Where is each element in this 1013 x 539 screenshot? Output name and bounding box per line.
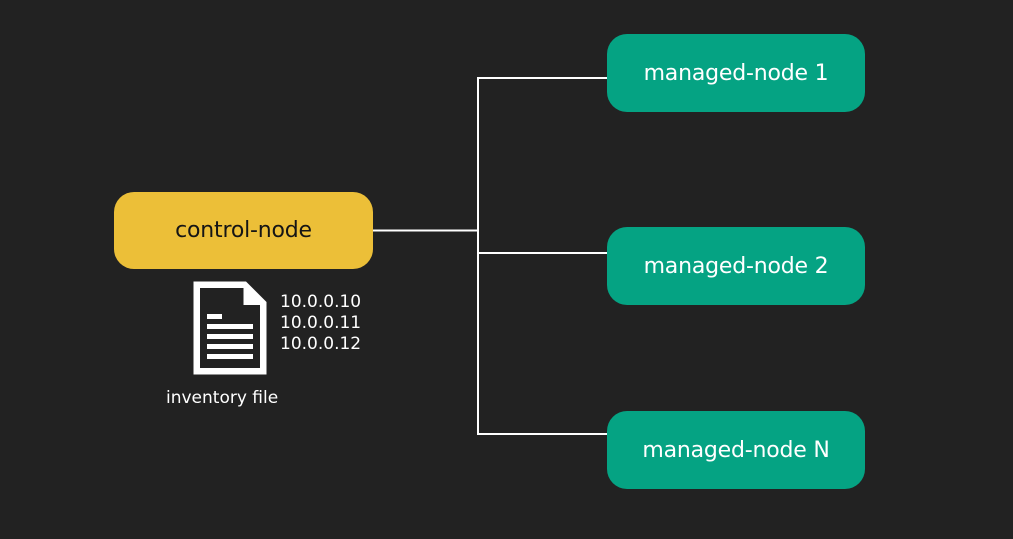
managed-node-1-box: managed-node 1 — [607, 34, 865, 112]
inventory-file-label: inventory file — [166, 388, 279, 408]
managed-node-1-label: managed-node 1 — [643, 60, 829, 86]
control-node-box: control-node — [114, 192, 373, 269]
managed-node-2-box: managed-node 2 — [607, 227, 865, 305]
managed-node-2-label: managed-node 2 — [643, 253, 829, 279]
inventory-ip-entry: 10.0.0.12 — [280, 334, 362, 354]
document-icon — [193, 281, 267, 375]
managed-node-n-box: managed-node N — [607, 411, 865, 489]
inventory-ip-list: 10.0.0.10 10.0.0.11 10.0.0.12 — [280, 292, 361, 355]
managed-node-n-label: managed-node N — [642, 437, 830, 463]
control-node-label: control-node — [175, 218, 312, 243]
inventory-ip-entry: 10.0.0.11 — [280, 313, 362, 333]
inventory-ip-entry: 10.0.0.10 — [280, 292, 362, 312]
